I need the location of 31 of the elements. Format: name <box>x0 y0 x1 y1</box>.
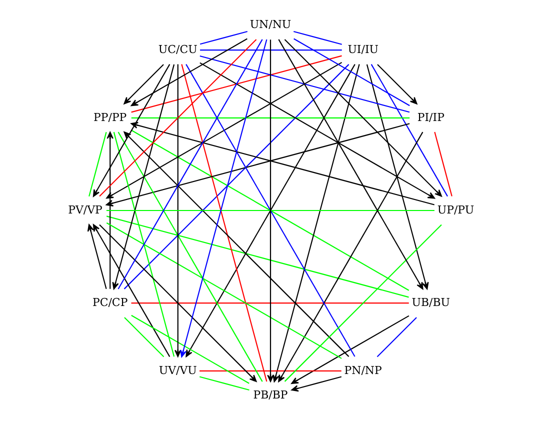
connector <box>292 30 342 45</box>
node-text: PI/IP <box>416 110 444 124</box>
arrow <box>92 224 170 357</box>
node-text: PN/NP <box>344 364 382 377</box>
arrow <box>366 64 428 290</box>
node-text: UI/IU <box>347 43 378 56</box>
arrow <box>92 64 170 197</box>
arrow <box>290 376 342 392</box>
arrow <box>123 64 164 104</box>
node-text: PB/BP <box>252 388 288 402</box>
node-text: PV/VP <box>68 203 102 216</box>
connector <box>88 132 106 197</box>
connector <box>199 30 248 45</box>
connector <box>198 376 249 391</box>
node-text: UV/VU <box>158 364 196 377</box>
node-text: PP/PP <box>93 110 126 124</box>
arrow <box>174 64 181 358</box>
node-text: UC/CU <box>158 43 197 56</box>
node-text: PC/CP <box>92 296 128 310</box>
node-text: UP/PU <box>436 203 474 216</box>
connector <box>200 50 342 51</box>
arrow <box>376 64 417 104</box>
connector <box>124 317 164 358</box>
arrow <box>86 224 106 289</box>
connector <box>370 64 448 197</box>
node-text: UN/NU <box>249 18 291 32</box>
connector <box>376 317 416 358</box>
arrow <box>112 64 174 290</box>
connector <box>199 370 341 372</box>
node-text: UB/BU <box>411 296 450 310</box>
connector <box>434 132 452 196</box>
